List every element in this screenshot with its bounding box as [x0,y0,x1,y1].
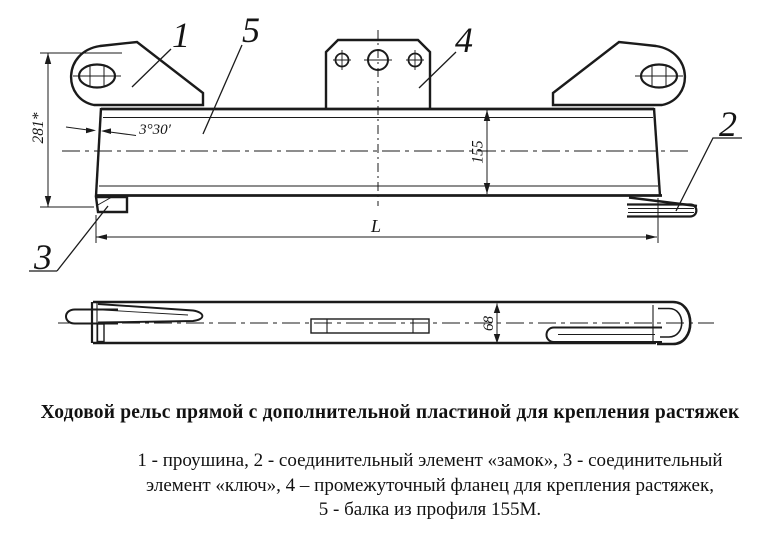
svg-text:L: L [370,216,381,236]
svg-text:3: 3 [33,237,52,277]
right-eye-plate [551,40,687,107]
svg-text:2: 2 [719,104,737,144]
flange-outline [324,38,432,108]
technical-drawing: 281* 3°30′ 155 [29,10,742,346]
svg-text:68: 68 [481,316,497,332]
callout-4: 4 [418,20,473,89]
callout-1: 1 [131,15,190,88]
bottom-view: 68 [58,300,714,346]
svg-text:281*: 281* [30,112,47,143]
beam-left-edge [94,107,103,197]
wedge-plate [97,303,204,324]
key-tab [96,323,105,343]
svg-text:1: 1 [172,15,190,55]
lock-bar [545,326,662,343]
left-eye-plate [69,40,205,107]
key-foot-detail [95,197,112,207]
legend-line-2: элемент «ключ», 4 – промежуточный фланец… [146,474,714,496]
key-foot [94,195,129,214]
drawing-title: Ходовой рельс прямой с дополнительной пл… [40,402,740,423]
svg-text:5: 5 [242,10,260,50]
svg-text:3°30′: 3°30′ [138,122,171,138]
svg-text:155: 155 [470,140,487,164]
wedge-plate-line [102,309,189,316]
dim-profile-height: 155 [470,110,491,194]
center-plate [310,318,430,334]
legend: 1 - проушина, 2 - соединительный элемент… [80,449,780,523]
legend-line-1: 1 - проушина, 2 - соединительный элемент… [137,450,723,471]
dim-bottom-width: 68 [481,303,501,344]
beam-right-edge [652,107,662,197]
callout-2: 2 [675,104,742,212]
svg-text:4: 4 [455,20,473,60]
lock-plate [627,203,698,218]
dim-web-angle: 3°30′ [65,122,172,138]
callout-3: 3 [29,205,109,277]
dim-length: L [95,198,659,243]
front-view: 281* 3°30′ 155 [29,10,742,277]
callout-5: 5 [202,10,260,135]
dim-overall-height: 281* [30,52,122,208]
legend-line-3: 5 - балка из профиля 155М. [318,499,542,520]
